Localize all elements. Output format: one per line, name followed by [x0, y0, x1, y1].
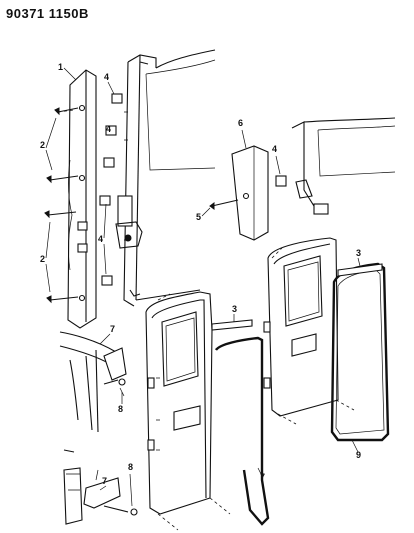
callout-4a: 4	[106, 124, 111, 134]
diagram-header: 90371 1150B	[6, 6, 89, 21]
callout-8b: 8	[128, 462, 133, 472]
callout-4b: 4	[98, 234, 103, 244]
callout-3a: 3	[232, 304, 237, 314]
callout-4c: 4	[272, 144, 277, 154]
callout-labels: 1 2 2 4 4 4 6 5 3 3 7 8 7 8 7 9 4	[40, 62, 361, 507]
rear-door-left	[145, 291, 213, 515]
callout-6: 6	[238, 118, 243, 128]
callout-2a: 2	[40, 140, 45, 150]
callout-7a: 7	[110, 324, 115, 334]
callout-2b: 2	[40, 254, 45, 264]
lower-hinge-inset	[63, 449, 138, 525]
callout-4d: 4	[104, 72, 109, 82]
leader-lines	[157, 247, 355, 531]
callout-3b: 3	[356, 248, 361, 258]
rear-body-corner	[291, 117, 396, 215]
callout-8a: 8	[118, 404, 123, 414]
part-number: 90371	[6, 6, 45, 21]
retainer-clips	[99, 93, 287, 286]
door-weatherstrip-right	[330, 262, 390, 442]
diagram-code: 1150B	[48, 6, 89, 21]
trim-screws	[44, 107, 79, 304]
callout-7c: 7	[260, 472, 265, 482]
callout-1: 1	[58, 62, 63, 72]
body-door-opening	[115, 49, 216, 307]
callout-5: 5	[196, 212, 201, 222]
upper-seal-strips	[211, 263, 383, 331]
upper-hinge-inset	[59, 331, 127, 433]
pillar-cover-assembly	[209, 145, 269, 241]
pillar-trim-panel	[67, 69, 97, 329]
rear-door-right	[263, 237, 339, 417]
door-weatherstrip-left	[215, 336, 270, 526]
callout-9: 9	[356, 450, 361, 460]
callout-7b: 7	[102, 476, 107, 486]
